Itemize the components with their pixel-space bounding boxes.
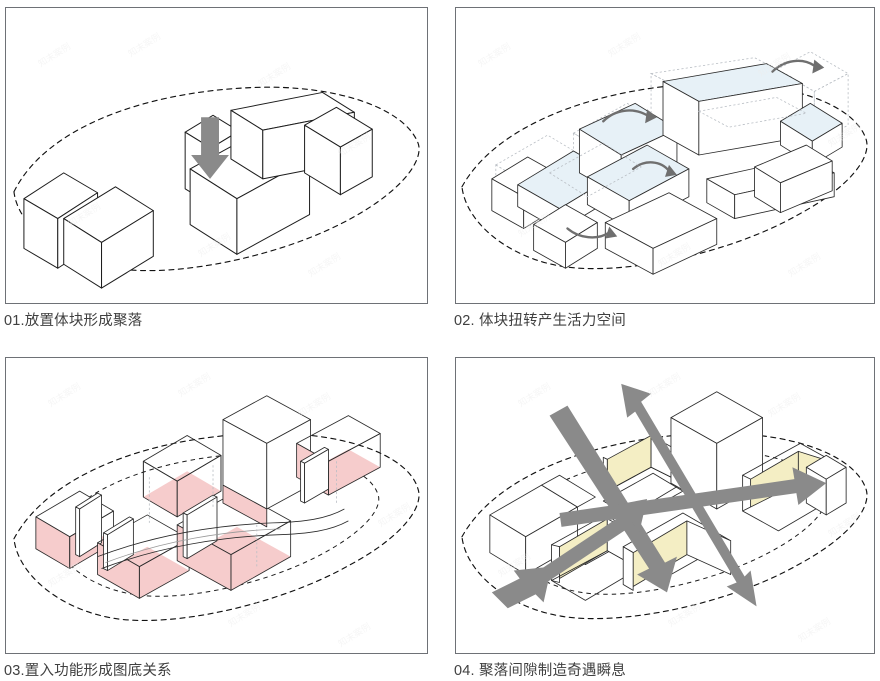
wall-panel-f — [300, 446, 329, 504]
panel-01-cell: 知末案例 知末案例 知末案例 知末案例 知末案例 知末案例 知末案例 — [5, 7, 428, 304]
panel-04: 知末案例 知末案例 知末案例 知末案例 知末案例 知末案例 知末案例 — [455, 357, 875, 654]
volume-b — [63, 186, 154, 289]
rotation-ghost-footprints — [548, 96, 808, 198]
rotation-arrow-3 — [566, 226, 618, 239]
panel-01-drawing — [13, 86, 420, 289]
panel-01-caption: 01.放置体块形成聚落 — [4, 313, 143, 329]
volume-g — [662, 63, 803, 156]
volume-c — [142, 435, 222, 518]
volume-c — [533, 204, 598, 269]
panel-03-caption: 03.置入功能形成图底关系 — [4, 663, 172, 679]
panel-02-drawing — [461, 51, 868, 275]
panel-02-cell: 知末案例 知末案例 知末案例 知末案例 知末案例 知末案例 知末案例 — [455, 7, 875, 304]
volume-j — [754, 144, 833, 214]
site-boundary — [13, 86, 420, 272]
panel-04-cell: 知末案例 知末案例 知末案例 知末案例 知末案例 知末案例 知末案例 — [455, 357, 875, 654]
site-boundary — [461, 82, 868, 270]
circulation-spine — [97, 508, 349, 569]
panel-02-caption: 02. 体块扭转产生活力空间 — [454, 313, 626, 329]
panel-04-caption: 04. 聚落间隙制造奇遇瞬息 — [454, 663, 626, 679]
rotation-arrow-1 — [602, 109, 658, 124]
panel-03-cell: 知末案例 知末案例 知末案例 知末案例 知末案例 知末案例 知末案例 — [5, 357, 428, 654]
circulation-arrow-4 — [559, 467, 827, 527]
panel-03: 知末案例 知末案例 知末案例 知末案例 知末案例 知末案例 知末案例 — [5, 357, 428, 654]
panel-04-drawing — [461, 383, 868, 620]
wall-panel-a — [75, 492, 102, 558]
rotation-arrow-4 — [771, 59, 825, 74]
circulation-arrow-1 — [549, 405, 677, 593]
down-arrow-icon — [191, 117, 229, 179]
panel-01: 知末案例 知末案例 知末案例 知末案例 知末案例 知末案例 知末案例 — [5, 7, 428, 304]
wall-panel-b — [103, 516, 134, 571]
site-boundary — [461, 432, 868, 620]
panel-03-drawing — [13, 395, 420, 621]
volume-f — [604, 192, 718, 275]
volume-f — [304, 106, 373, 196]
panel-02: 知末案例 知末案例 知末案例 知末案例 知末案例 知末案例 知末案例 — [455, 7, 875, 304]
